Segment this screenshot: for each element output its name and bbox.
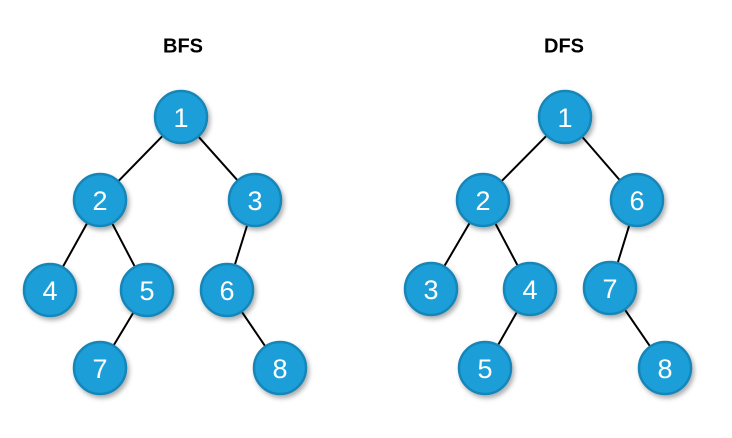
node-circle-bfs-8[interactable] — [252, 340, 308, 396]
tree-edge-dfs-1-to-dfs-6 — [580, 134, 622, 183]
node-label-bfs-3: 3 — [247, 186, 262, 216]
node-label-bfs-6: 6 — [219, 276, 234, 306]
node-label-dfs-5: 5 — [477, 354, 492, 384]
tree-edge-bfs-1-to-bfs-2 — [116, 133, 165, 184]
node-label-bfs-5: 5 — [139, 276, 154, 306]
tree-node-bfs-3[interactable]: 3 — [227, 172, 283, 228]
node-circle-dfs-2[interactable] — [455, 172, 511, 228]
tree-edge-dfs-7-to-dfs-8 — [623, 307, 652, 349]
node-label-dfs-1: 1 — [557, 103, 572, 133]
node-label-bfs-4: 4 — [42, 276, 57, 306]
tree-title-bfs: BFS — [163, 35, 203, 57]
tree-node-dfs-7[interactable]: 7 — [582, 260, 638, 316]
node-label-bfs-7: 7 — [92, 354, 107, 384]
node-circle-dfs-8[interactable] — [637, 340, 693, 396]
tree-edge-bfs-3-to-bfs-6 — [233, 222, 249, 268]
node-circle-dfs-3[interactable] — [403, 261, 459, 317]
tree-node-bfs-1[interactable]: 1 — [153, 89, 209, 145]
tree-edge-bfs-2-to-bfs-5 — [110, 221, 137, 269]
node-label-dfs-4: 4 — [522, 275, 537, 305]
node-label-dfs-2: 2 — [475, 186, 490, 216]
tree-node-bfs-5[interactable]: 5 — [119, 262, 175, 318]
node-circle-bfs-6[interactable] — [199, 262, 255, 318]
tree-node-bfs-4[interactable]: 4 — [22, 262, 78, 318]
tree-node-bfs-2[interactable]: 2 — [72, 172, 128, 228]
tree-node-dfs-4[interactable]: 4 — [502, 261, 558, 317]
tree-node-dfs-2[interactable]: 2 — [455, 172, 511, 228]
node-circle-dfs-4[interactable] — [502, 261, 558, 317]
node-circle-bfs-3[interactable] — [227, 172, 283, 228]
node-label-dfs-8: 8 — [657, 354, 672, 384]
node-circle-bfs-1[interactable] — [153, 89, 209, 145]
tree-node-dfs-6[interactable]: 6 — [609, 172, 665, 228]
tree-node-bfs-7[interactable]: 7 — [72, 340, 128, 396]
node-label-bfs-2: 2 — [92, 186, 107, 216]
node-circle-dfs-1[interactable] — [537, 89, 593, 145]
node-circle-dfs-7[interactable] — [582, 260, 638, 316]
titles-layer: BFS DFS — [163, 35, 584, 57]
node-label-dfs-7: 7 — [602, 274, 617, 304]
node-label-dfs-3: 3 — [423, 275, 438, 305]
tree-node-dfs-1[interactable]: 1 — [537, 89, 593, 145]
node-circle-dfs-5[interactable] — [457, 340, 513, 396]
tree-edge-dfs-2-to-dfs-4 — [493, 221, 520, 268]
tree-edge-bfs-2-to-bfs-4 — [61, 220, 89, 270]
node-label-bfs-1: 1 — [173, 103, 188, 133]
tree-edge-bfs-6-to-bfs-8 — [240, 309, 267, 349]
node-circle-bfs-7[interactable] — [72, 340, 128, 396]
tree-node-dfs-8[interactable]: 8 — [637, 340, 693, 396]
nodes-layer: 1 2 3 4 5 6 7 8 1 2 6 3 4 7 5 8 — [22, 89, 693, 396]
node-circle-bfs-2[interactable] — [72, 172, 128, 228]
tree-edge-bfs-1-to-bfs-3 — [196, 134, 240, 183]
tree-edge-dfs-2-to-dfs-3 — [442, 220, 472, 269]
tree-edge-dfs-4-to-dfs-5 — [496, 309, 519, 348]
tree-edge-dfs-1-to-dfs-2 — [499, 133, 549, 184]
tree-node-bfs-8[interactable]: 8 — [252, 340, 308, 396]
tree-node-dfs-3[interactable]: 3 — [403, 261, 459, 317]
tree-edge-dfs-6-to-dfs-7 — [616, 222, 631, 266]
node-label-bfs-8: 8 — [272, 354, 287, 384]
node-circle-bfs-5[interactable] — [119, 262, 175, 318]
node-label-dfs-6: 6 — [629, 186, 644, 216]
node-circle-bfs-4[interactable] — [22, 262, 78, 318]
tree-node-bfs-6[interactable]: 6 — [199, 262, 255, 318]
node-circle-dfs-6[interactable] — [609, 172, 665, 228]
tree-node-dfs-5[interactable]: 5 — [457, 340, 513, 396]
tree-edge-bfs-5-to-bfs-7 — [111, 310, 136, 348]
edges-layer — [61, 133, 652, 349]
tree-title-dfs: DFS — [544, 35, 584, 57]
